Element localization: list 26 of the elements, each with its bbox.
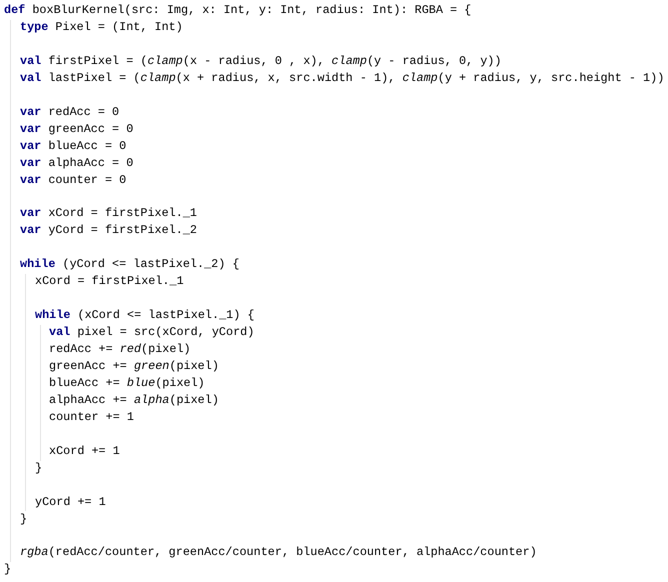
code-line: type Pixel = (Int, Int): [20, 20, 183, 35]
code-line: val lastPixel = (clamp(x + radius, x, src.width - 1), clamp(y + radius, y, src.height - 1)): [20, 70, 664, 86]
code-line: xCord += 1: [49, 444, 120, 459]
code-line: greenAcc += green(pixel): [49, 358, 219, 374]
code-line: redAcc += red(pixel): [49, 342, 191, 357]
code-line: var yCord = firstPixel._2: [20, 223, 197, 238]
code-line: yCord += 1: [35, 494, 106, 510]
code-line: while (yCord <= lastPixel._2) {: [20, 257, 240, 272]
code-line: rgba(redAcc/counter, greenAcc/counter, blueAcc/counter, alphaAcc/counter): [20, 545, 537, 560]
code-line: alphaAcc += alpha(pixel): [49, 392, 219, 408]
code-line: xCord = firstPixel._1: [35, 274, 184, 290]
code-line: }: [4, 562, 12, 578]
code-line: while (xCord <= lastPixel._1) {: [35, 308, 254, 324]
code-line: }: [20, 512, 28, 526]
code-line: var alphaAcc = 0: [20, 156, 134, 171]
code-line: }: [35, 460, 42, 476]
code-line: def boxBlurKernel(src: Img, x: Int, y: Int, radius: Int): RGBA = {: [4, 3, 472, 18]
code-line: val pixel = src(xCord, yCord): [49, 325, 254, 340]
code-line: val firstPixel = (clamp(x - radius, 0 , x), clamp(y - radius, 0, y)): [20, 54, 502, 69]
code-line: var redAcc = 0: [20, 104, 120, 120]
code-line: var greenAcc = 0: [20, 122, 134, 137]
code-line: var blueAcc = 0: [20, 138, 126, 154]
code-line: counter += 1: [49, 410, 134, 425]
code-line: blueAcc += blue(pixel): [49, 376, 205, 391]
code-line: var counter = 0: [20, 172, 126, 188]
code-line: var xCord = firstPixel._1: [20, 206, 197, 222]
